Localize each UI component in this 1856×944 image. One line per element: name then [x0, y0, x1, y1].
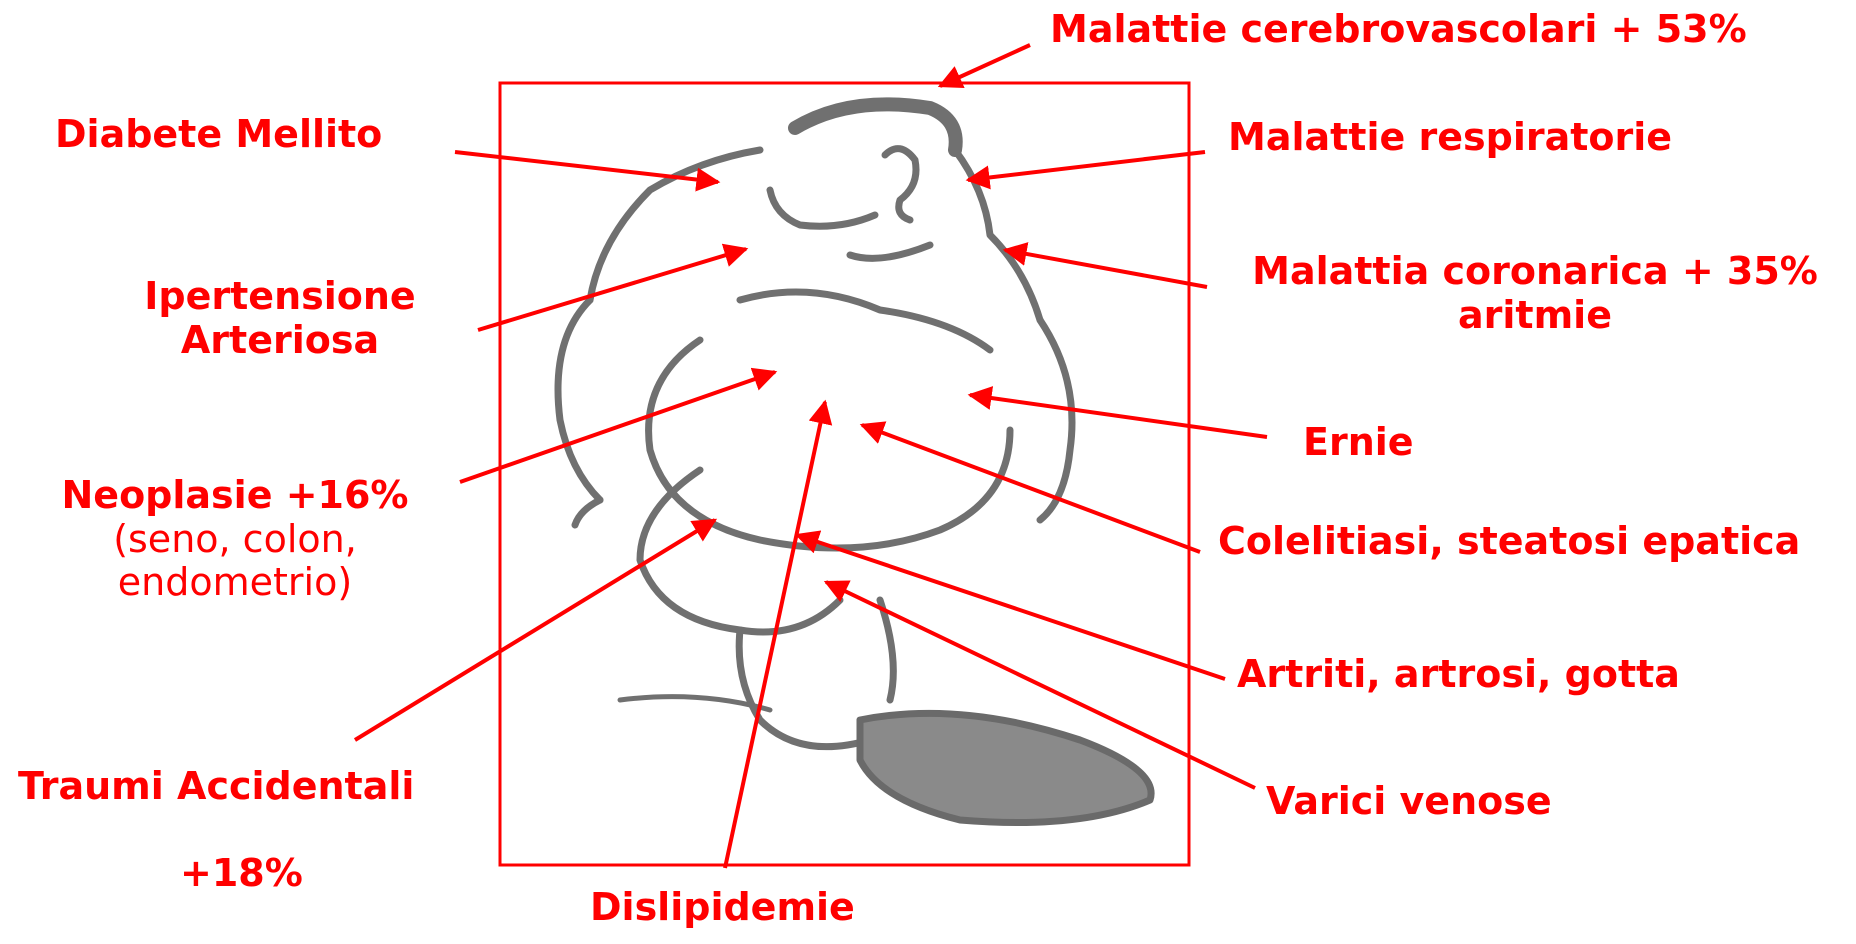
label-ernie: Ernie: [1303, 421, 1414, 465]
label-varici: Varici venose: [1266, 780, 1552, 824]
label-diabete: Diabete Mellito: [55, 113, 382, 157]
label-neoplasie: Neoplasie +16% (seno, colon, endometrio): [40, 474, 430, 605]
label-artriti: Artriti, artrosi, gotta: [1237, 653, 1680, 697]
label-cerebrovascolari: Malattie cerebrovascolari + 53%: [1050, 8, 1747, 52]
label-traumi-value: +18%: [180, 852, 303, 896]
obese-man-icon: [558, 104, 1151, 822]
label-traumi: Traumi Accidentali: [18, 765, 414, 809]
arrow-respiratorie: [968, 152, 1205, 180]
label-colelitiasi: Colelitiasi, steatosi epatica: [1218, 520, 1800, 564]
label-neoplasie-line2: (seno, colon,: [40, 518, 430, 562]
arrow-neoplasie: [460, 372, 775, 482]
arrow-artriti: [797, 535, 1225, 679]
label-neoplasie-line3: endometrio): [40, 561, 430, 605]
label-ipertensione-line2: Arteriosa: [120, 319, 440, 363]
arrow-ernie: [970, 395, 1267, 437]
label-coronarica-line1: Malattia coronarica + 35%: [1220, 250, 1850, 294]
label-ipertensione-line1: Ipertensione: [120, 275, 440, 319]
arrow-diabete: [455, 152, 718, 182]
arrow-cerebro: [940, 45, 1030, 86]
label-neoplasie-line1: Neoplasie +16%: [40, 474, 430, 518]
arrow-ipertensione: [478, 249, 746, 330]
label-ipertensione: Ipertensione Arteriosa: [120, 275, 440, 362]
label-coronarica-line2: aritmie: [1220, 294, 1850, 338]
label-dislipidemie: Dislipidemie: [590, 886, 855, 930]
arrow-coronarica: [1005, 250, 1207, 287]
label-coronarica: Malattia coronarica + 35% aritmie: [1220, 250, 1850, 337]
label-respiratorie: Malattie respiratorie: [1228, 116, 1672, 160]
arrow-colelitiasi: [862, 425, 1200, 552]
